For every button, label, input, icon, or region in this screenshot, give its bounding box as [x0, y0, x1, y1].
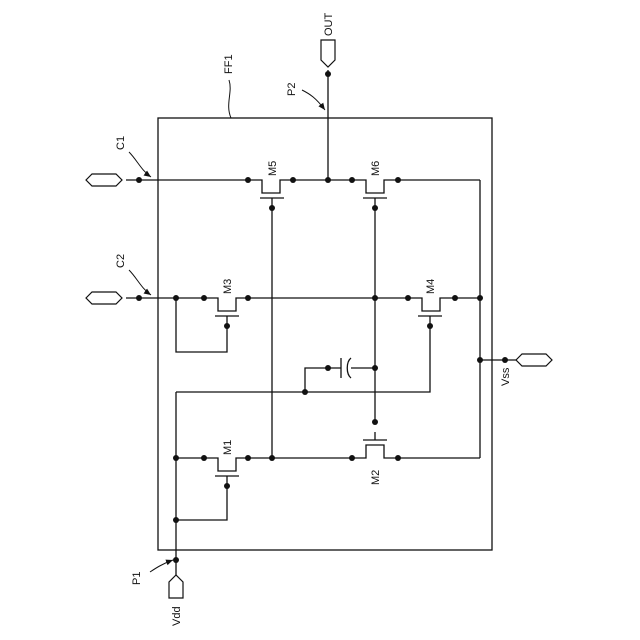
- c2-label: C2: [115, 254, 127, 268]
- vss-label: Vss: [500, 367, 512, 386]
- vdd-label: Vdd: [171, 606, 183, 626]
- m2-label: M2: [370, 470, 382, 485]
- c2-leader: [129, 270, 151, 295]
- transistor-m1: [214, 458, 240, 486]
- ff1-label: FF1: [223, 54, 235, 74]
- c2-terminal: [86, 292, 122, 304]
- wires: [126, 70, 530, 575]
- p2-label: P2: [286, 83, 298, 96]
- ff1-leader: [229, 80, 231, 118]
- transistor-m4: [418, 298, 444, 326]
- transistor-m2: [362, 432, 388, 458]
- p1-leader: [150, 560, 173, 572]
- m4-label: M4: [425, 279, 437, 294]
- out-terminal: [321, 40, 335, 67]
- m6-label: M6: [370, 161, 382, 176]
- transistor-m3: [214, 298, 240, 326]
- transistor-m5: [258, 180, 284, 208]
- c1-leader: [129, 152, 151, 177]
- vdd-terminal: [169, 575, 183, 598]
- capacitor: [341, 358, 351, 378]
- m3-label: M3: [222, 279, 234, 294]
- m5-label: M5: [267, 161, 279, 176]
- vss-terminal: [516, 354, 552, 366]
- p1-label: P1: [131, 572, 143, 585]
- m1-label: M1: [222, 440, 234, 455]
- c1-terminal: [86, 174, 122, 186]
- connection-dots: [136, 71, 508, 563]
- p2-leader: [302, 90, 325, 110]
- out-label: OUT: [323, 13, 335, 37]
- c1-label: C1: [115, 136, 127, 150]
- transistor-m6: [362, 180, 388, 208]
- ff1-box: [158, 118, 492, 550]
